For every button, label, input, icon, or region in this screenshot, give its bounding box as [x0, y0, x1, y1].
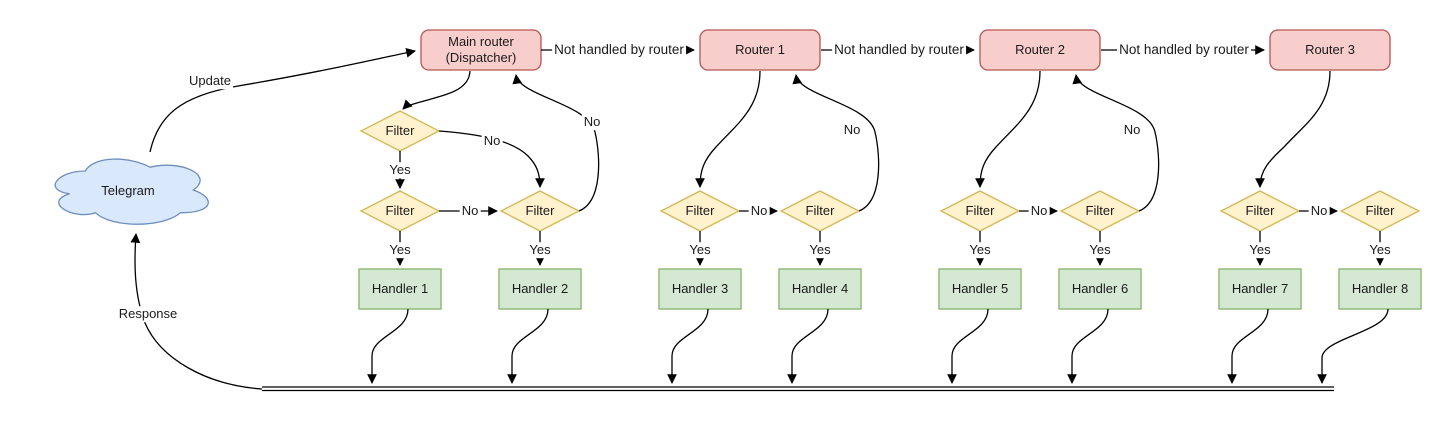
router-2-node: [979, 29, 1101, 71]
handler-5-node: [938, 268, 1022, 310]
edge-filter4-no-return: [792, 74, 880, 212]
no-label-mid-1: No: [459, 203, 481, 219]
edge-filter-top-no: [438, 130, 545, 188]
edge-router2-to-filter: [975, 70, 1041, 188]
yes-label-8: Yes: [1367, 242, 1393, 258]
yes-label-filter-top: Yes: [387, 162, 413, 178]
filter-diamond-2: [499, 190, 581, 232]
edge-filter2-no-return: [512, 74, 600, 212]
no-label-filter-top: No: [481, 133, 503, 149]
filter-diamond-3: [659, 190, 741, 232]
no-label-mid-3: No: [1028, 203, 1050, 219]
filter-diamond-6: [1059, 190, 1141, 232]
no-label-return-router1: No: [841, 122, 863, 138]
handler-4-node: [778, 268, 862, 310]
router-3-node: [1269, 29, 1391, 71]
handler-6-node: [1058, 268, 1142, 310]
edge-handler8-to-bus: [1317, 308, 1389, 384]
yes-label-3: Yes: [687, 242, 713, 258]
edge-handler7-to-bus: [1227, 308, 1269, 384]
edge-handler1-to-bus: [367, 308, 409, 384]
no-label-mid-2: No: [748, 203, 770, 219]
edge-router3-to-filter: [1255, 70, 1331, 188]
router-1-node: [699, 29, 821, 71]
handler-2-node: [498, 268, 582, 310]
edge-router1-to-filter: [695, 70, 761, 188]
telegram-cloud-shape: [54, 158, 209, 225]
edge-main-to-filter-top: [402, 70, 471, 110]
filter-diamond-8: [1339, 190, 1421, 232]
no-label-mid-4: No: [1308, 203, 1330, 219]
edge-handler2-to-bus: [507, 308, 549, 384]
edge-update: [149, 48, 416, 153]
filter-diamond-top: [359, 110, 441, 152]
edge-handler3-to-bus: [667, 308, 709, 384]
no-label-return-main: No: [581, 114, 603, 130]
yes-label-5: Yes: [967, 242, 993, 258]
handler-8-node: [1338, 268, 1422, 310]
filter-diamond-5: [939, 190, 1021, 232]
yes-label-7: Yes: [1247, 242, 1273, 258]
edge-handler5-to-bus: [947, 308, 989, 384]
not-handled-label-2: Not handled by router: [832, 41, 966, 59]
edge-filter6-no-return: [1072, 74, 1160, 212]
yes-label-4: Yes: [807, 242, 833, 258]
handler-1-node: [358, 268, 442, 310]
filter-diamond-7: [1219, 190, 1301, 232]
handler-7-node: [1218, 268, 1302, 310]
yes-label-1: Yes: [387, 242, 413, 258]
yes-label-2: Yes: [527, 242, 553, 258]
main-router-node: [420, 29, 542, 71]
edge-handler4-to-bus: [787, 308, 829, 384]
filter-diamond-1: [359, 190, 441, 232]
edge-response: [130, 233, 263, 390]
edge-handler6-to-bus: [1067, 308, 1109, 384]
not-handled-label-1: Not handled by router: [552, 41, 686, 59]
update-edge-label: Update: [187, 73, 233, 89]
not-handled-label-3: Not handled by router: [1117, 41, 1251, 59]
yes-label-6: Yes: [1087, 242, 1113, 258]
no-label-return-router2: No: [1121, 122, 1143, 138]
response-edge-label: Response: [116, 306, 180, 322]
filter-diamond-4: [779, 190, 861, 232]
handler-3-node: [658, 268, 742, 310]
